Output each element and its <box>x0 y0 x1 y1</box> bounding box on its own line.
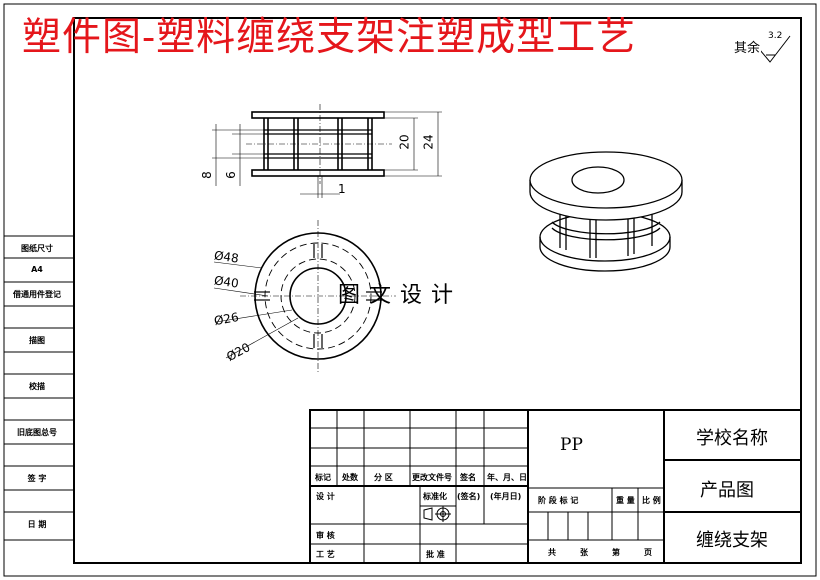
top-view <box>213 220 396 372</box>
surface-finish-symbol <box>759 35 791 63</box>
dim-1: 1 <box>338 182 346 196</box>
rev-header-date: 年、月、日 <box>487 473 527 482</box>
dim-24: 24 <box>421 134 436 150</box>
old-base-label: 旧底图总号 <box>17 428 57 437</box>
sheets-unit-label: 张 <box>580 548 588 557</box>
sheets-total-label: 共 <box>548 548 556 557</box>
stage-mark-label: 阶 段 标 记 <box>538 496 579 505</box>
isometric-view <box>529 151 683 272</box>
page-unit-label: 页 <box>644 548 652 557</box>
borrowed-parts-label: 借通用件登记 <box>13 290 61 299</box>
banner-title: 塑件图-塑料缠绕支架注塑成型工艺 <box>22 15 637 60</box>
dim-8: 8 <box>199 171 214 179</box>
rev-header-zone: 分 区 <box>374 473 393 482</box>
rev-header-count: 处数 <box>342 473 358 482</box>
surface-finish-other: 其余 <box>734 41 761 56</box>
rev-header-mark: 标记 <box>315 473 331 482</box>
surface-finish-value: 3.2 <box>768 31 783 41</box>
approve-label: 批 准 <box>426 550 445 559</box>
front-view <box>212 104 442 198</box>
drawing-size-value: A4 <box>31 265 43 274</box>
sign-paren-label: (签名) <box>457 492 481 501</box>
sheet-no-label: 第 <box>612 548 620 557</box>
watermark-text: 图文设计 <box>338 283 463 308</box>
projection-symbol-icon <box>423 506 451 522</box>
date-label: 日 期 <box>27 520 47 529</box>
design-label: 设 计 <box>316 492 335 501</box>
process-label: 工 艺 <box>316 550 335 559</box>
dim-6: 6 <box>223 171 238 179</box>
sign-label: 签 字 <box>27 474 47 483</box>
proof-label: 校描 <box>29 382 45 391</box>
weight-label: 重 量 <box>616 496 635 505</box>
rev-header-sign: 签名 <box>460 473 476 482</box>
standardize-label: 标准化 <box>423 492 447 501</box>
drawing-size-label: 图纸尺寸 <box>21 244 53 253</box>
part-name: 缠绕支架 <box>696 530 768 551</box>
school-name: 学校名称 <box>696 428 768 449</box>
product-drawing: 产品图 <box>700 480 754 501</box>
material-value: PP <box>560 435 583 455</box>
trace-label: 描图 <box>29 336 45 345</box>
date-paren-label: (年月日) <box>490 492 522 501</box>
review-label: 审 核 <box>316 531 335 540</box>
scale-label: 比 例 <box>642 496 661 505</box>
dim-20: 20 <box>397 134 412 150</box>
surface-finish-label: 其余 3.2 <box>733 31 782 56</box>
rev-header-docno: 更改文件号 <box>412 473 452 482</box>
